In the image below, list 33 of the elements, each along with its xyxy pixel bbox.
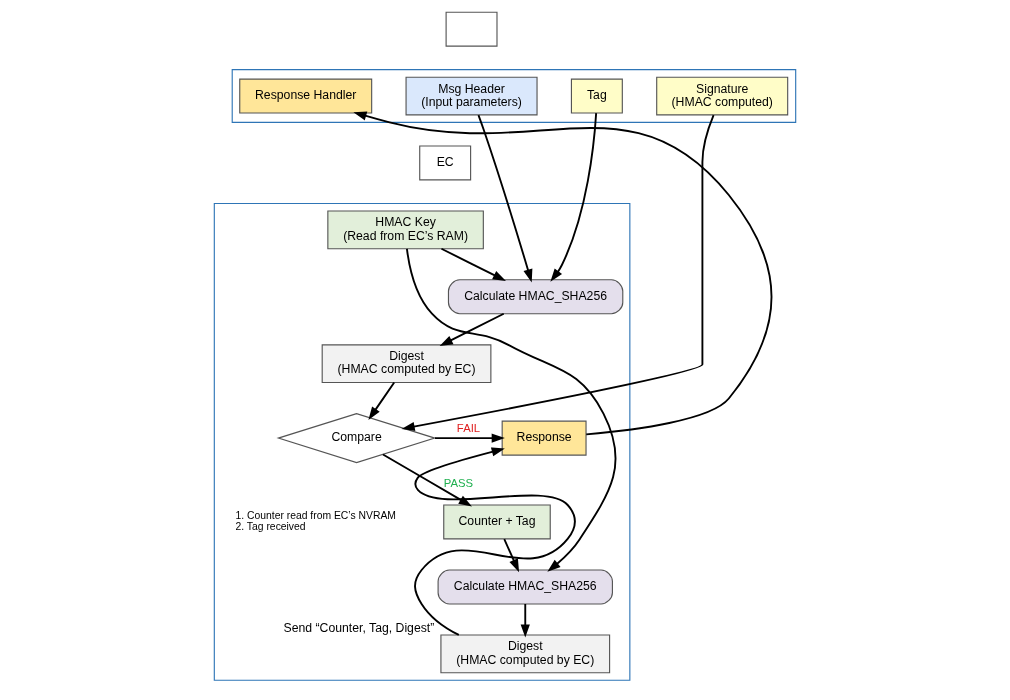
arrow xyxy=(439,312,505,347)
node-box: Response xyxy=(501,420,587,456)
arrow xyxy=(440,247,506,281)
node-diamond: Compare xyxy=(276,413,437,464)
node-box: Msg Header (Input parameters) xyxy=(405,76,538,116)
edge-label: FAIL xyxy=(456,422,481,435)
arrow xyxy=(406,247,617,572)
arrow xyxy=(353,111,773,436)
node-box: Signature (HMAC computed) xyxy=(656,76,789,116)
arrow xyxy=(434,433,505,443)
node-label: 2. Tag received xyxy=(235,521,306,533)
arrow xyxy=(520,603,530,638)
arrow xyxy=(401,114,715,432)
node-box: Calculate HMAC_SHA256 xyxy=(447,279,624,315)
node-box: Calculate HMAC_SHA256 xyxy=(437,569,613,605)
node-box: EC xyxy=(419,145,472,181)
arrow xyxy=(477,114,533,283)
node-box: Counter + Tag xyxy=(443,504,551,540)
node-box: Digest (HMAC computed by EC) xyxy=(321,344,492,384)
node-box: HMAC Key (Read from EC’s RAM) xyxy=(327,210,484,250)
node-box: Tag xyxy=(570,78,623,114)
edge-label: PASS xyxy=(443,476,474,489)
node-box: Response Handler xyxy=(239,78,373,114)
arrow xyxy=(414,447,576,636)
cluster xyxy=(213,202,631,681)
node-label: Send “Counter, Tag, Digest” xyxy=(283,620,435,635)
node-box: Digest (HMAC computed by EC) xyxy=(440,634,611,674)
arrow xyxy=(382,453,472,507)
arrow xyxy=(503,538,520,573)
arrow xyxy=(368,381,396,420)
arrow xyxy=(550,112,598,282)
node-label: 1. Counter read from EC’s NVRAM xyxy=(235,509,396,521)
node-box xyxy=(445,11,498,47)
